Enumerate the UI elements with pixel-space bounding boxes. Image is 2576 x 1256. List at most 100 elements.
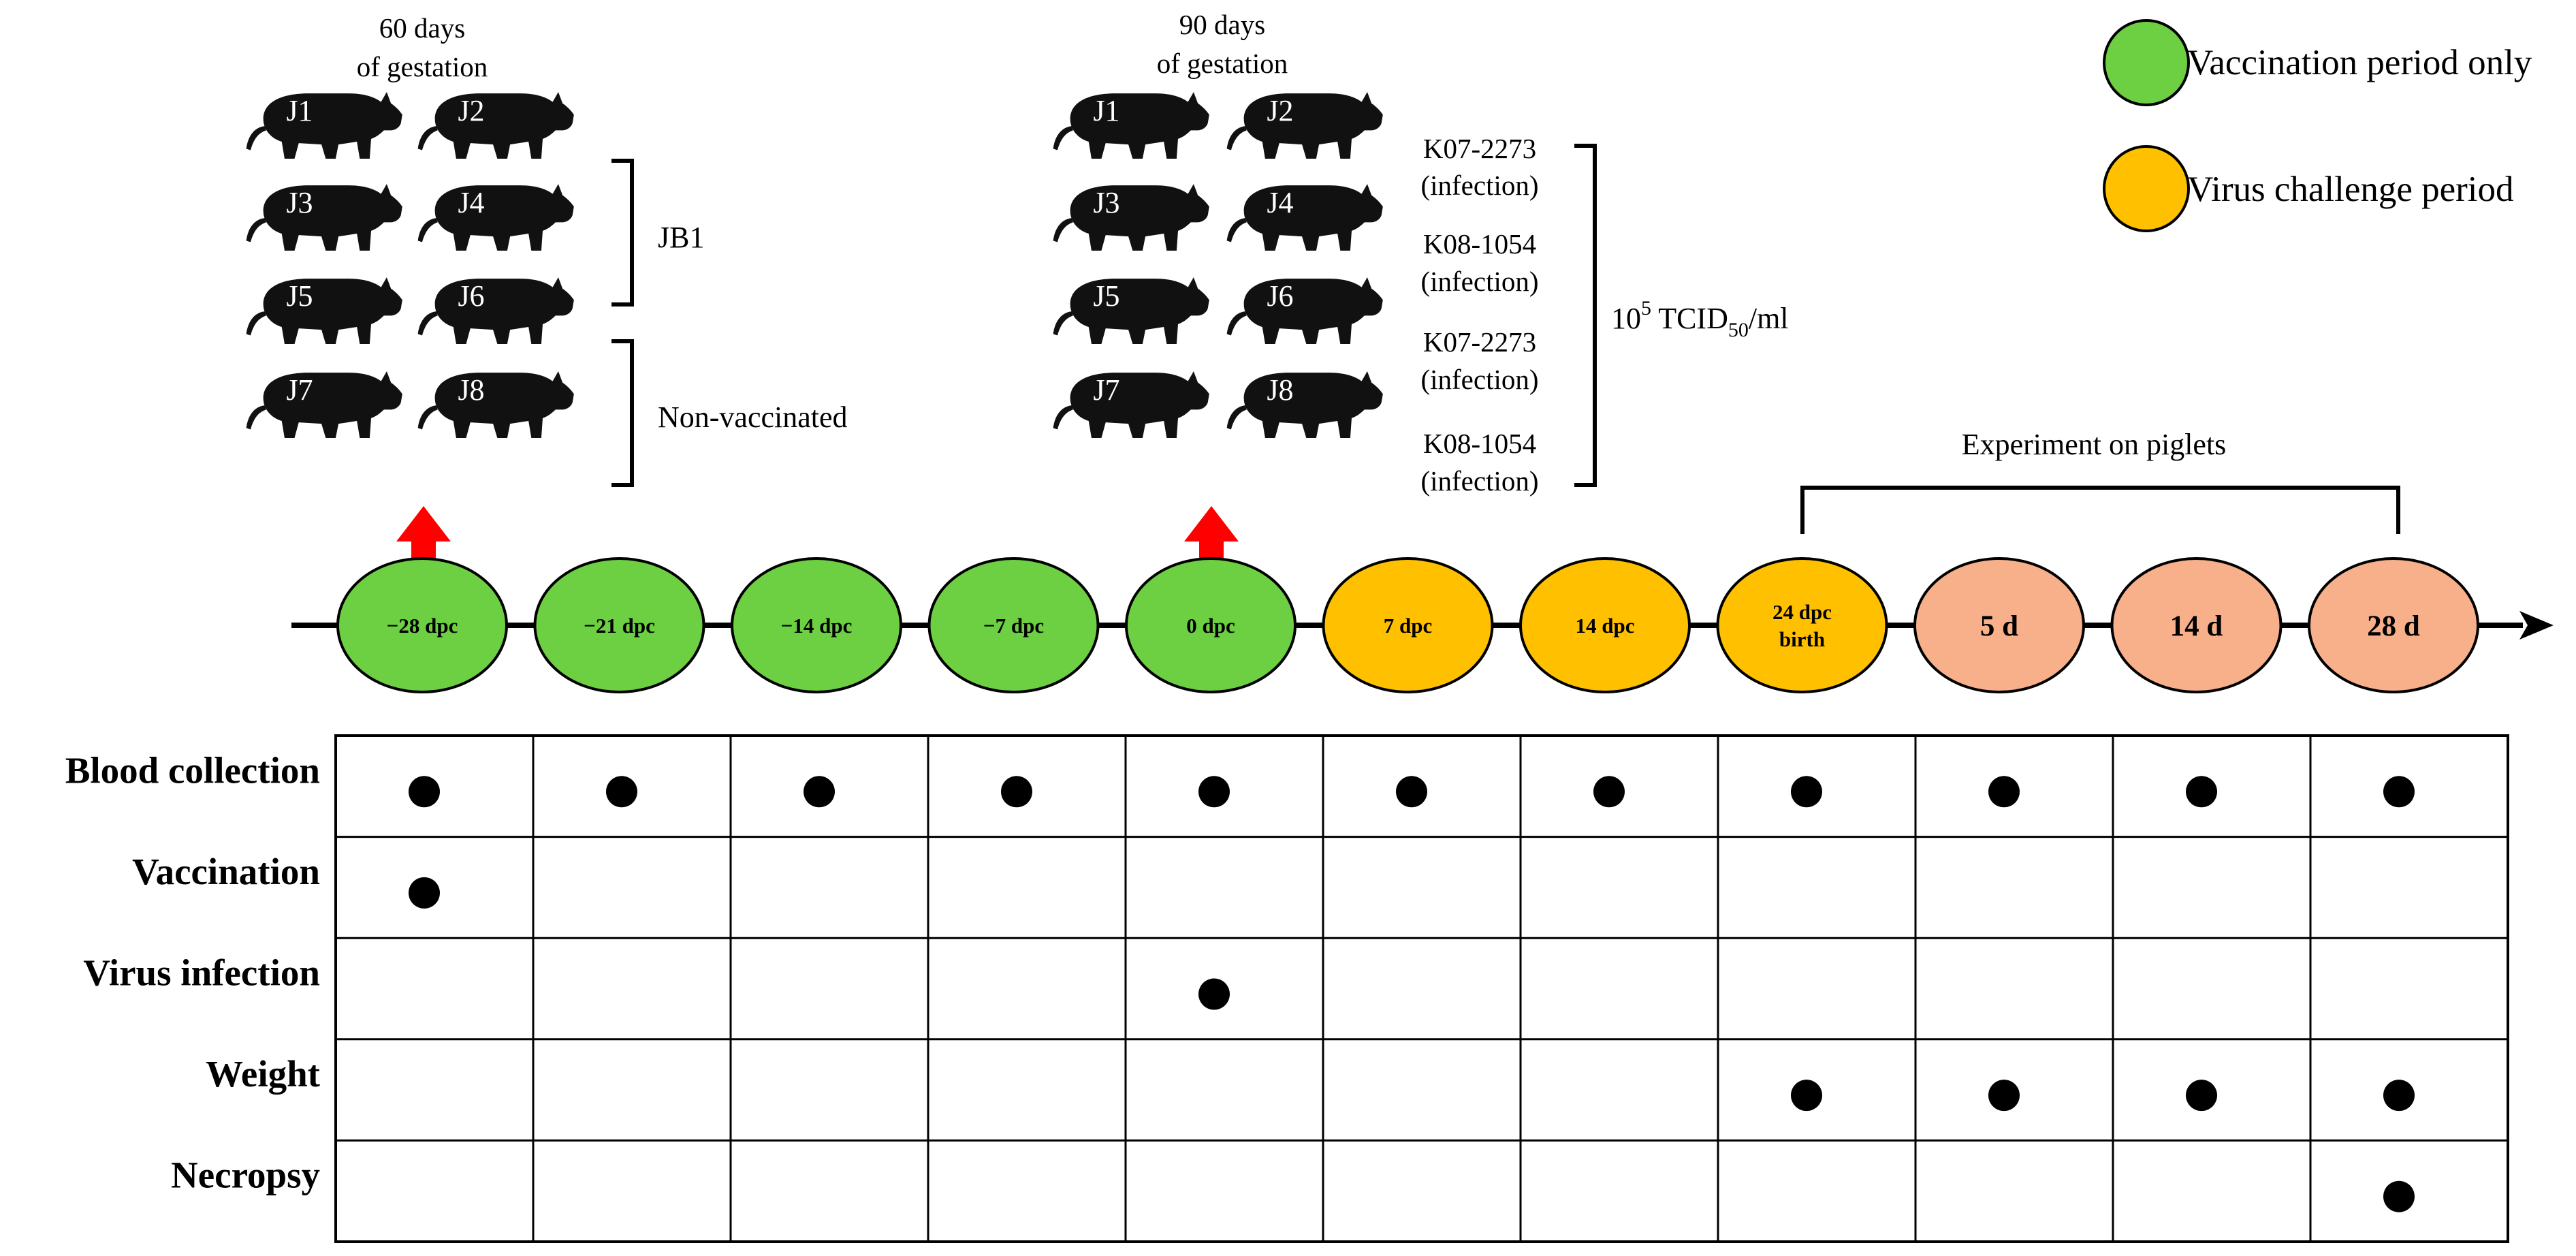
sample-dot: [2186, 776, 2217, 808]
pig-label: J7: [1093, 373, 1119, 407]
table-row: Weight: [206, 1053, 2415, 1112]
legend-item-challenge: Virus challenge period: [2103, 145, 2514, 232]
pig-j7: J7: [1053, 371, 1209, 438]
sample-dot: [1988, 776, 2020, 808]
sample-dot: [1001, 776, 1032, 808]
timeline-node-label: 5 d: [1980, 610, 2018, 642]
bracket-piglet-experiment: [1800, 486, 2400, 534]
row-label: Weight: [206, 1053, 321, 1095]
pig-j6: J6: [1226, 277, 1383, 344]
timeline-node: −7 dpc: [927, 557, 1100, 693]
bracket-jb1: [611, 159, 634, 307]
timeline-node: 5 d: [1913, 557, 2085, 693]
pig-icon: [1226, 277, 1383, 344]
timeline-node: 14 dpc: [1519, 557, 1691, 693]
pig-label: J7: [286, 373, 313, 407]
pig-label: J1: [286, 94, 313, 127]
timeline-node-shape: [927, 557, 1100, 693]
timeline-node: −21 dpc: [533, 557, 705, 693]
strain-label: K08-1054(infection): [1420, 428, 1538, 497]
legend: Vaccination period only Virus challenge …: [2103, 19, 2532, 232]
arrow-infection: [1184, 506, 1239, 580]
dose-sub: 50: [1728, 319, 1749, 341]
legend-label-vaccination: Vaccination period only: [2187, 43, 2532, 82]
pig-icon: [1226, 92, 1383, 159]
bracket-dose: [1574, 144, 1597, 487]
gestation-60-line1: 60 days: [379, 12, 465, 44]
group-label-non-vaccinated: Non-vaccinated: [658, 401, 848, 434]
pig-icon: [246, 277, 402, 344]
pig-icon: [1053, 92, 1209, 159]
pig-icon: [246, 92, 402, 159]
sample-dot: [606, 776, 637, 808]
pig-j8: J8: [1226, 371, 1383, 438]
pig-j6: J6: [417, 277, 574, 344]
timeline-node-label: −14 dpc: [781, 614, 853, 638]
strain-note: (infection): [1420, 170, 1538, 201]
pig-j2: J2: [417, 92, 574, 159]
bracket-non-vaccinated: [611, 339, 634, 487]
strain-note: (infection): [1420, 364, 1538, 395]
strain-name: K07-2273: [1423, 133, 1536, 164]
pig-label: J2: [1267, 94, 1293, 127]
pig-icon: [1053, 277, 1209, 344]
strain-label: K07-2273 (infection): [1420, 133, 1538, 201]
timeline-node-shape: [1519, 557, 1691, 693]
table-border: [334, 734, 2509, 1243]
dose-base: 10: [1611, 302, 1641, 335]
pig-j5: J5: [246, 277, 402, 344]
pig-label: J3: [286, 186, 313, 219]
table-row: Blood collection: [65, 749, 2415, 808]
table-row: Virus infection: [83, 952, 1230, 1010]
pig-j3: J3: [1053, 184, 1209, 251]
timeline-node: 28 d: [2308, 557, 2479, 693]
table-row: Necropsy: [171, 1155, 2415, 1212]
strain-note: (infection): [1420, 266, 1538, 297]
strain-label: K08-1054 (infection): [1420, 228, 1538, 297]
pig-icon: [417, 92, 574, 159]
pig-j2: J2: [1226, 92, 1383, 159]
pig-label: J4: [1267, 186, 1293, 219]
sample-dot: [1593, 776, 1625, 808]
sample-dot: [2383, 776, 2415, 808]
timeline-node-label: 24 dpc: [1772, 600, 1832, 624]
timeline-node-label: 14 dpc: [1576, 614, 1635, 638]
strain-name: K08-1054: [1423, 228, 1536, 260]
arrow-up-icon: [396, 506, 451, 580]
pig-icon: [246, 184, 402, 251]
strain-label: K07-2273(infection): [1420, 326, 1538, 395]
pig-j5: J5: [1053, 277, 1209, 344]
table-row: Vaccination: [132, 851, 440, 909]
pig-j3: J3: [246, 184, 402, 251]
sample-dot: [409, 877, 440, 909]
timeline-node: −28 dpc: [336, 557, 508, 693]
pig-j1: J1: [246, 92, 402, 159]
sample-dot: [2186, 1080, 2217, 1112]
pig-label: J4: [458, 186, 484, 219]
sample-dot: [1396, 776, 1427, 808]
pig-icon: [1053, 371, 1209, 438]
pig-label: J8: [1267, 373, 1293, 407]
legend-swatch-vaccination: [2103, 19, 2190, 106]
gestation-90-line2: of gestation: [1157, 48, 1288, 79]
timeline-node-shape: [533, 557, 705, 693]
timeline-node-label: birth: [1779, 627, 1825, 651]
dose-sup: 5: [1641, 297, 1651, 319]
gestation-90-line1: 90 days: [1179, 9, 1265, 40]
timeline-node-shape: [2110, 557, 2283, 693]
pig-icon: [246, 371, 402, 438]
pig-label: J2: [458, 94, 484, 127]
dose-tail: /ml: [1749, 302, 1789, 335]
pig-icon: [1226, 371, 1383, 438]
timeline-node-shape: [1716, 557, 1888, 693]
timeline-node-label: 0 dpc: [1186, 614, 1235, 638]
timeline-node-shape: [1913, 557, 2085, 693]
pig-label: J6: [458, 279, 484, 313]
timeline-node-label: −21 dpc: [584, 614, 655, 638]
sample-dot: [2383, 1180, 2415, 1212]
strain-labels: K07-2273(infection)K08-1054(infection)K0…: [1420, 133, 1538, 497]
pig-icon: [1053, 184, 1209, 251]
